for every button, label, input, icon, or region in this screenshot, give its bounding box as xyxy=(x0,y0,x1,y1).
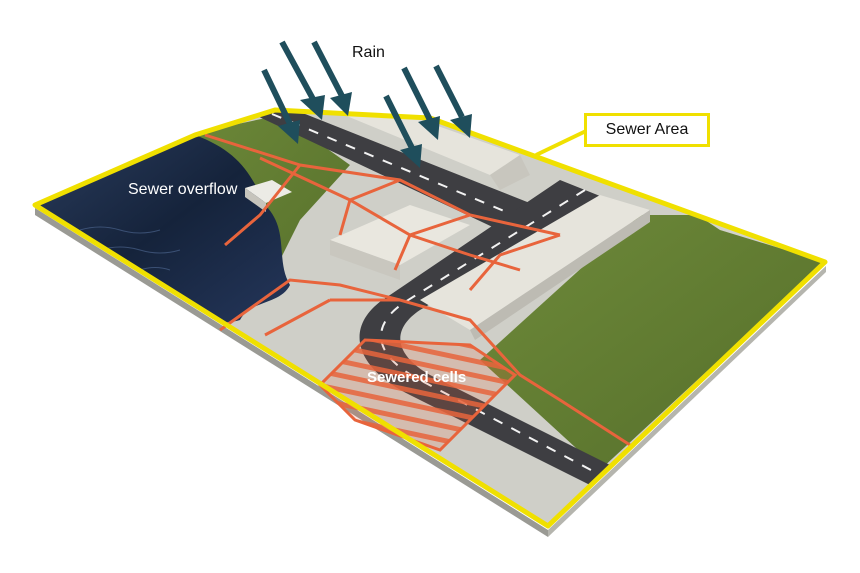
upper-road xyxy=(255,110,560,240)
grass-right xyxy=(480,215,825,470)
rain-arrow-icon xyxy=(383,94,422,168)
sewer-area-leader xyxy=(535,129,587,157)
rain-arrow-icon xyxy=(261,68,300,144)
rain-label: Rain xyxy=(352,44,385,61)
rain-arrow-icon xyxy=(433,64,472,138)
sewer-area-label: Sewer Area xyxy=(584,113,710,147)
board-edge xyxy=(35,208,548,537)
stand-front xyxy=(420,195,650,330)
sewered-cells-area xyxy=(317,338,518,452)
sewered-cells-label: Sewered cells xyxy=(367,369,467,386)
curved-road xyxy=(359,180,620,490)
rain-arrows xyxy=(261,40,472,168)
rain-arrow-icon xyxy=(279,40,325,120)
rain-arrow-icon xyxy=(311,40,352,116)
water xyxy=(35,135,290,322)
board-edge-right xyxy=(548,266,826,537)
rain-arrow-icon xyxy=(401,66,440,140)
sewer-grid xyxy=(204,133,631,447)
sewer-overflow-label: Sewer overflow xyxy=(128,181,238,198)
central-building xyxy=(330,205,470,265)
overflow-structure xyxy=(245,180,292,203)
